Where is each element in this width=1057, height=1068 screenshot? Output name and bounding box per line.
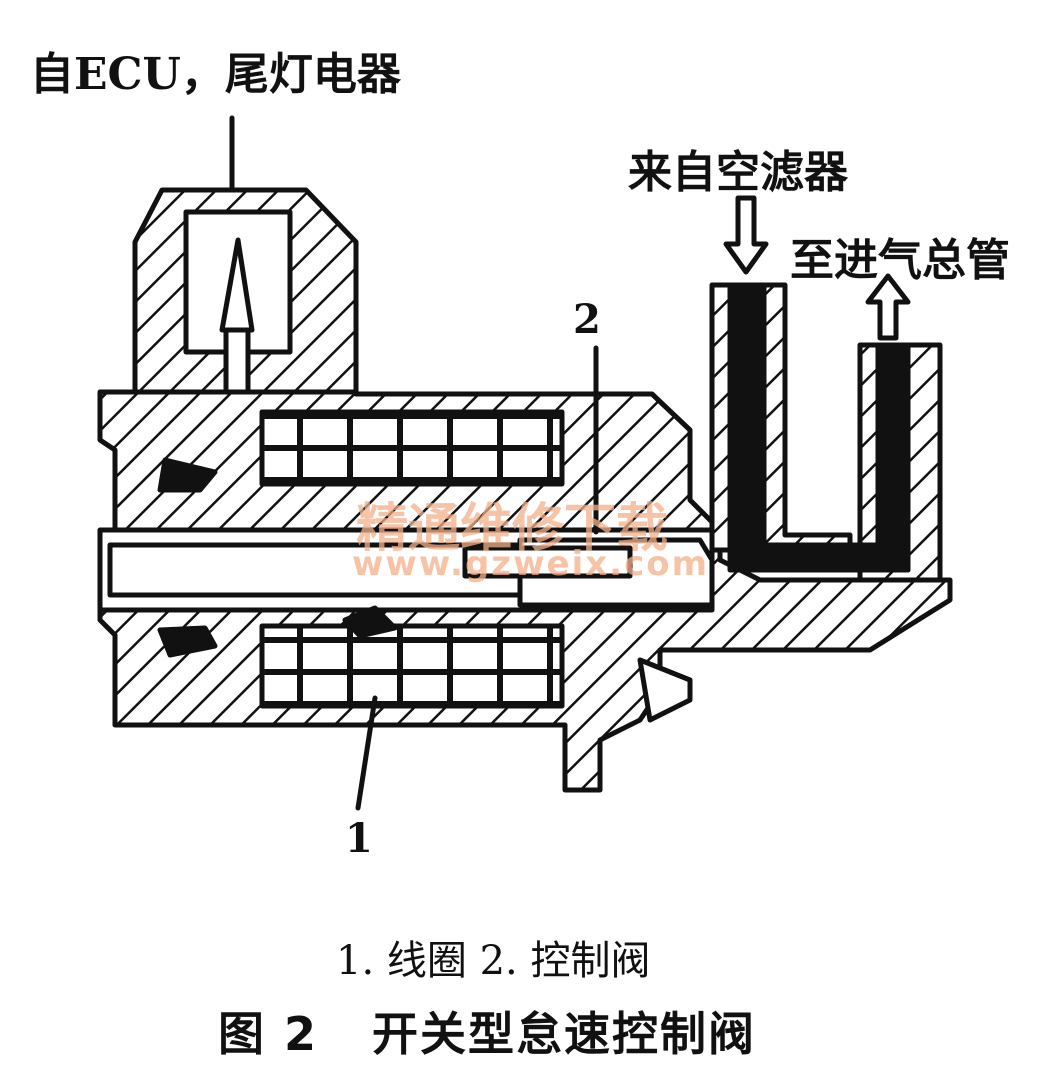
arrow-up-icon [865,273,911,341]
label-to-intake-manifold: 至进气总管 [790,235,1010,286]
figure-legend: 1. 线圈 2. 控制阀 [336,938,651,984]
coil-upper [259,409,565,487]
seal-ring-lower [157,625,218,658]
figure-number: 图 2 [218,1007,319,1061]
u-bend-passage [727,537,911,573]
mounting-flange [637,657,693,723]
seal-ring-upper [157,457,218,493]
terminal-stem [223,327,251,397]
arrow-down-icon [723,195,769,275]
inlet-passage [727,282,767,550]
outlet-passage [875,342,911,573]
figure-title: 开关型怠速控制阀 [372,1007,756,1061]
watermark-url: www.gzweix.com [352,544,710,584]
seal-ring-mid [342,605,398,639]
callout-2-number: 2 [573,296,601,343]
callout-1-leader [355,695,378,811]
watermark-text: 精通维修下载 [356,499,669,559]
label-from-ecu: 自ECU，尾灯电器 [30,49,401,100]
label-from-air-filter: 来自空滤器 [628,147,848,198]
control-valve-slot [462,545,633,579]
callout-1-number: 1 [345,815,373,862]
coil-lower [259,623,565,709]
